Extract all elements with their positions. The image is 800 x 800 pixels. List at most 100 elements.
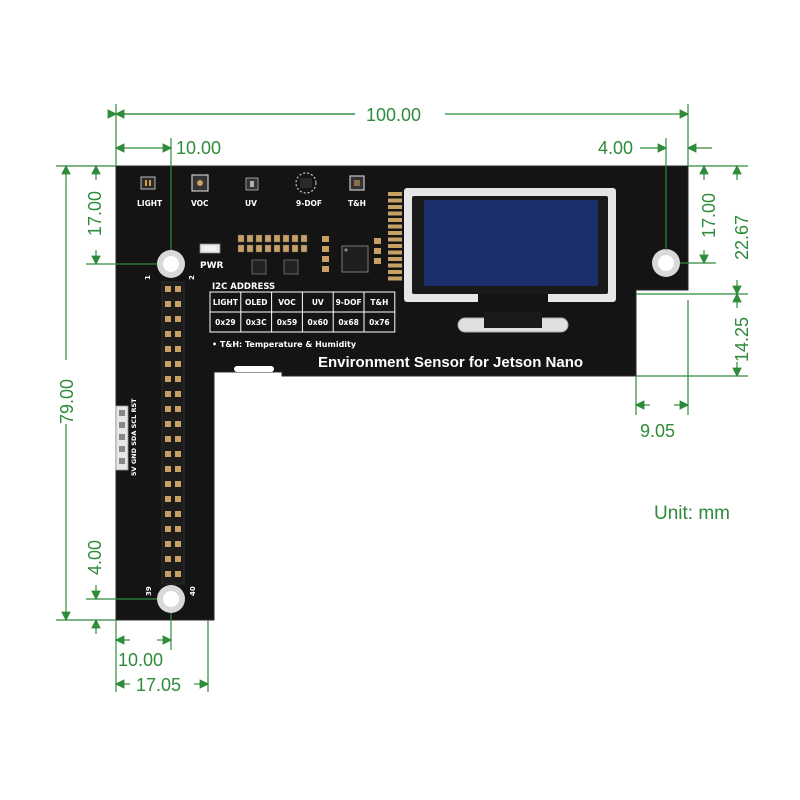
i2c-value-cell: 0x3C [246,318,267,327]
header-pin [175,541,181,547]
i2c-header-cell: OLED [245,298,268,307]
dim-left-bottom-hole: 4.00 [85,540,105,575]
dim-left-total-height: 79.00 [57,379,77,424]
header-pin [165,346,171,352]
header-pin [175,571,181,577]
header-pin [165,421,171,427]
header-pin [165,391,171,397]
smd-component [264,244,272,253]
oled-pad [388,231,402,235]
mounting-hole-bottom-left [157,585,185,613]
i2c-header-cell: T&H [370,298,388,307]
pcb-board: LIGHT VOC UV 9-DOF T&H PWR [115,165,689,621]
regulator-ic-2 [283,259,299,275]
dim-left-top-height: 17.00 [85,191,105,236]
header-pin [175,346,181,352]
oled-display [404,188,616,333]
header-pin [165,406,171,412]
smd-component [322,246,329,252]
header-pin [165,556,171,562]
mounting-hole-top-left [157,250,185,278]
smd-component [322,236,329,242]
dim-hole-right-offset: 4.00 [598,138,633,158]
dim-right-total-height: 22.67 [732,215,752,260]
oled-pad [388,224,402,229]
oled-pad [388,244,402,248]
header-pin [175,391,181,397]
th-sensor-chip [349,175,365,191]
smd-component [246,244,254,253]
voc-sensor-chip [191,174,209,192]
smd-component [255,234,263,243]
smd-component [237,244,245,253]
dim-top-width: 100.00 [366,105,421,125]
i2c-header-cell: VOC [278,298,296,307]
regulator-ic-1 [251,259,267,275]
gpio-header [161,281,185,585]
header-pin [175,436,181,442]
smd-component [291,244,299,253]
smd-component [273,234,281,243]
sensor-label-1: VOC [191,199,209,208]
main-ic [341,245,369,273]
sensor-label-2: UV [245,199,257,208]
sensor-label-0: LIGHT [137,199,163,208]
header-pin [175,481,181,487]
header-pin [165,376,171,382]
oled-pad [388,237,402,242]
oled-pad [388,250,402,255]
header-pin [175,511,181,517]
oled-screen [424,200,598,286]
header-pin [175,361,181,367]
dim-hole-left-offset: 10.00 [176,138,221,158]
header-pin [175,406,181,412]
header-pin [165,466,171,472]
header-pin [165,331,171,337]
header-pin [175,556,181,562]
header-pin [165,286,171,292]
i2c-value-cell: 0x29 [215,318,236,327]
sensor-label-4: T&H [348,199,366,208]
side-connector-labels: 5V GND SDA SCL RST [130,398,138,476]
header-pin [175,286,181,292]
dim-bottom-width: 17.05 [136,675,181,695]
header-pin [175,451,181,457]
smd-component [374,238,381,244]
pin-1-label: 1 [144,275,152,280]
sensor-label-3: 9-DOF [296,199,322,208]
i2c-header-cell: LIGHT [213,298,239,307]
smd-component [300,234,308,243]
i2c-value-cell: 0x59 [277,318,298,327]
header-pin [165,496,171,502]
oled-pad [388,218,402,222]
header-pin [165,526,171,532]
smd-component [322,266,329,272]
header-pin [175,331,181,337]
unit-label: Unit: mm [654,503,730,524]
mounting-hole-right [652,249,680,277]
pwr-label: PWR [200,261,224,271]
oled-pad [388,192,402,196]
header-pin [165,511,171,517]
i2c-value-cell: 0x76 [369,318,390,327]
header-pin [165,541,171,547]
passive-components [237,234,381,272]
smd-component [322,256,329,262]
smd-component [374,248,381,254]
oled-pad [388,263,402,268]
sensor-labels: LIGHT VOC UV 9-DOF T&H [137,199,366,208]
oled-pad [388,198,402,203]
pin-39-label: 39 [145,586,153,596]
header-pin [175,496,181,502]
board-slot [234,366,274,372]
header-pin [165,301,171,307]
oled-pad [388,276,402,281]
i2c-header-cell: UV [312,298,324,307]
dim-right-step-width: 9.05 [640,421,675,441]
pwr-led [199,243,221,254]
header-pin [175,376,181,382]
smd-component [255,244,263,253]
header-pin [165,361,171,367]
board-title: Environment Sensor for Jetson Nano [318,354,583,371]
